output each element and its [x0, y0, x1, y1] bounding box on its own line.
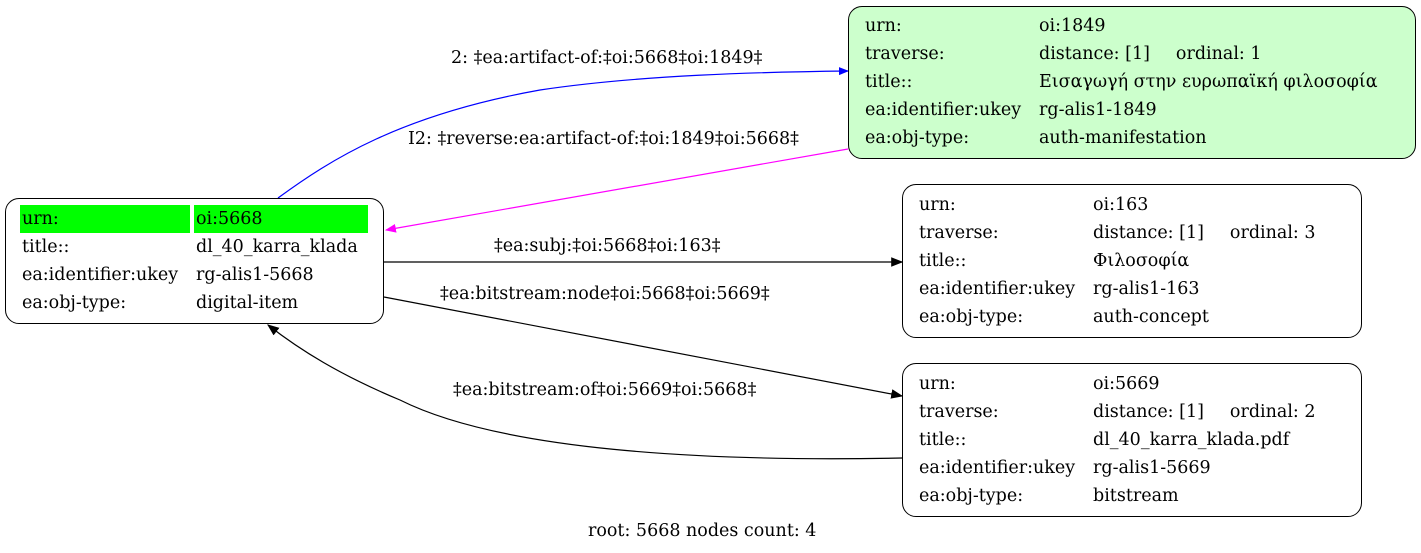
type-value: bitstream — [1093, 486, 1179, 506]
edge-bitstream-node — [383, 296, 904, 399]
title-value: Εισαγωγή στην ευρωπαϊκή φιλοσοφία — [1039, 72, 1378, 92]
title-value: dl_40_karra_klada — [196, 237, 358, 257]
urn-value: oi:1849 — [1039, 16, 1106, 36]
root-type-row: ea:obj-type: digital-item — [20, 289, 368, 317]
traverse-row: traverse: distance: [1] ordinal: 1 — [863, 40, 1380, 68]
ukey-row: ea:identifier:ukey rg-alis1-163 — [917, 275, 1318, 303]
ordinal-value: ordinal: 2 — [1229, 402, 1316, 422]
urn-key: urn: — [20, 205, 190, 233]
root-node-5668[interactable]: urn: oi:5668 title:: dl_40_karra_klada e… — [5, 198, 384, 324]
type-row: ea:obj-type: bitstream — [917, 482, 1318, 510]
type-key: ea:obj-type: — [919, 486, 1024, 506]
traverse-value: distance: [1] ordinal: 1 — [1037, 40, 1380, 68]
traverse-key: traverse: — [919, 223, 999, 243]
urn-row: urn: oi:5669 — [917, 370, 1318, 398]
edge-label-bitstream-node: ‡ea:bitstream:node‡oi:5668‡oi:5669‡ — [440, 284, 770, 304]
urn-key: urn: — [919, 195, 956, 215]
type-row: ea:obj-type: auth-manifestation — [863, 124, 1380, 152]
title-value: dl_40_karra_klada.pdf — [1093, 430, 1290, 450]
title-row: title:: Φιλοσοφία — [917, 247, 1318, 275]
urn-value: oi:163 — [1093, 195, 1149, 215]
title-key: title:: — [22, 237, 70, 257]
traverse-row: traverse: distance: [1] ordinal: 3 — [917, 219, 1318, 247]
title-row: title:: Εισαγωγή στην ευρωπαϊκή φιλοσοφί… — [863, 68, 1380, 96]
edge-bitstream-of — [267, 324, 903, 460]
urn-key: urn: — [865, 16, 902, 36]
edge-label-bitstream-of: ‡ea:bitstream:of‡oi:5669‡oi:5668‡ — [453, 380, 757, 400]
ukey-value: rg-alis1-1849 — [1039, 100, 1157, 120]
traverse-row: traverse: distance: [1] ordinal: 2 — [917, 398, 1318, 426]
edge-label-reverse-artifact-of: I2: ‡reverse:ea:artifact-of:‡oi:1849‡oi:… — [408, 129, 799, 149]
urn-value: oi:5669 — [1093, 374, 1160, 394]
ordinal-value: ordinal: 3 — [1229, 223, 1316, 243]
urn-row: urn: oi:1849 — [863, 12, 1380, 40]
edge-label-artifact-of: 2: ‡ea:artifact-of:‡oi:5668‡oi:1849‡ — [451, 48, 763, 68]
title-key: title:: — [865, 72, 913, 92]
distance-value: distance: [1] — [1093, 223, 1204, 243]
type-key: ea:obj-type: — [919, 307, 1024, 327]
node-163[interactable]: urn: oi:163 traverse: distance: [1] ordin… — [902, 184, 1362, 338]
ukey-row: ea:identifier:ukey rg-alis1-1849 — [863, 96, 1380, 124]
node-1849[interactable]: urn: oi:1849 traverse: distance: [1] ordi… — [848, 6, 1416, 159]
type-value: auth-manifestation — [1039, 128, 1207, 148]
type-value: auth-concept — [1093, 307, 1209, 327]
urn-value: oi:5668 — [194, 205, 368, 233]
ukey-key: ea:identifier:ukey — [919, 279, 1076, 299]
urn-key: urn: — [919, 374, 956, 394]
traverse-value: distance: [1] ordinal: 3 — [1091, 219, 1318, 247]
urn-row: urn: oi:163 — [917, 191, 1318, 219]
type-row: ea:obj-type: auth-concept — [917, 303, 1318, 331]
ukey-key: ea:identifier:ukey — [865, 100, 1022, 120]
node-5669[interactable]: urn: oi:5669 traverse: distance: [1] ordi… — [902, 363, 1362, 517]
title-key: title:: — [919, 251, 967, 271]
distance-value: distance: [1] — [1039, 44, 1150, 64]
ukey-value: rg-alis1-5668 — [196, 265, 314, 285]
ukey-key: ea:identifier:ukey — [919, 458, 1076, 478]
type-key: ea:obj-type: — [865, 128, 970, 148]
edge-artifact-of — [277, 67, 849, 199]
distance-value: distance: [1] — [1093, 402, 1204, 422]
type-value: digital-item — [196, 293, 299, 313]
graph-footer: root: 5668 nodes count: 4 — [588, 521, 817, 541]
ordinal-value: ordinal: 1 — [1175, 44, 1262, 64]
title-value: Φιλοσοφία — [1093, 251, 1190, 271]
traverse-key: traverse: — [865, 44, 945, 64]
root-title-row: title:: dl_40_karra_klada — [20, 233, 368, 261]
traverse-key: traverse: — [919, 402, 999, 422]
traverse-value: distance: [1] ordinal: 2 — [1091, 398, 1318, 426]
ukey-value: rg-alis1-5669 — [1093, 458, 1211, 478]
edge-reverse-artifact-of — [384, 148, 849, 233]
root-ukey-row: ea:identifier:ukey rg-alis1-5668 — [20, 261, 368, 289]
title-row: title:: dl_40_karra_klada.pdf — [917, 426, 1318, 454]
ukey-key: ea:identifier:ukey — [22, 265, 179, 285]
type-key: ea:obj-type: — [22, 293, 127, 313]
root-urn-row: urn: oi:5668 — [20, 205, 368, 233]
ukey-value: rg-alis1-163 — [1093, 279, 1200, 299]
edge-label-subj: ‡ea:subj:‡oi:5668‡oi:163‡ — [494, 236, 721, 256]
ukey-row: ea:identifier:ukey rg-alis1-5669 — [917, 454, 1318, 482]
title-key: title:: — [919, 430, 967, 450]
